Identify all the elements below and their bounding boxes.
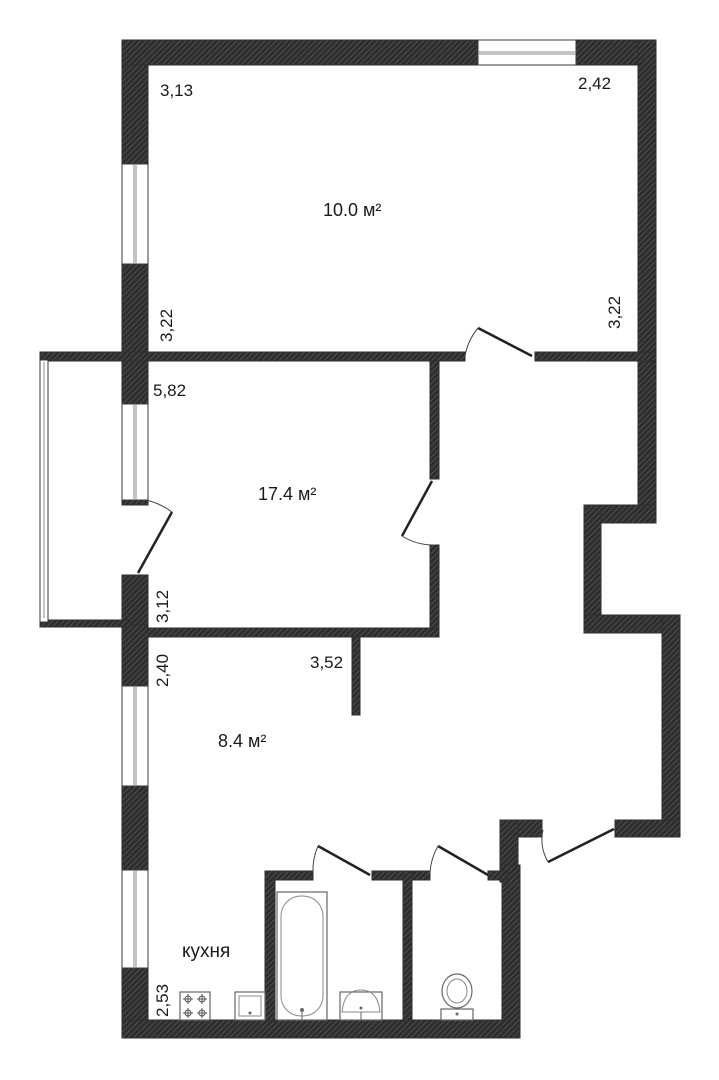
room-top-dim-bottom-right: 3,22 xyxy=(605,296,624,329)
room-top-dim-top-left: 3,13 xyxy=(160,81,193,100)
bathtub-icon xyxy=(276,891,328,1021)
window-top-room-left xyxy=(121,163,149,265)
wall-bath-top-right xyxy=(371,870,431,881)
room-middle-dim-top-left: 5,82 xyxy=(153,381,186,400)
wall-step-5 xyxy=(614,819,681,838)
kitchen-area: 8.4 м² xyxy=(218,731,266,751)
door-wc xyxy=(437,844,489,877)
wall-room-divider-right xyxy=(534,351,657,362)
door-top-room xyxy=(477,326,533,358)
interior-walls xyxy=(39,351,657,1022)
door-entry xyxy=(547,827,615,864)
wall-step-2 xyxy=(583,504,602,634)
wall-middle-right-upper xyxy=(429,360,440,480)
wall-bottom xyxy=(121,1019,521,1039)
sink-icon xyxy=(234,991,266,1021)
wall-kitchen-partition xyxy=(351,636,361,716)
room-top-area: 10.0 м² xyxy=(323,200,381,220)
wall-wc-right xyxy=(501,864,521,1039)
wall-middle-bottom xyxy=(147,627,440,638)
wall-bath-wc xyxy=(402,870,413,1022)
wall-bath-top-left xyxy=(264,870,314,881)
wall-balcony-bottom xyxy=(39,619,131,628)
window-kitchen-upper xyxy=(121,685,149,787)
wall-wc-top xyxy=(487,870,509,881)
wall-middle-right-lower xyxy=(429,544,440,638)
door-middle-room xyxy=(400,480,434,537)
wall-step-4 xyxy=(661,614,681,838)
kitchen-name: кухня xyxy=(182,941,230,962)
stove-icon xyxy=(179,991,211,1021)
kitchen-dim-partition: 3,52 xyxy=(310,653,343,672)
room-middle-area: 17.4 м² xyxy=(258,484,316,504)
toilet-icon xyxy=(440,973,474,1021)
wall-room-divider xyxy=(39,351,466,362)
room-top-dim-bottom-left: 3,22 xyxy=(157,309,176,342)
kitchen-dim-bottom-left: 2,53 xyxy=(153,984,172,1017)
washbasin-icon xyxy=(339,989,383,1021)
wall-right-top xyxy=(637,39,657,523)
window-middle-left xyxy=(121,403,149,501)
doors xyxy=(136,326,615,877)
kitchen-dim-top-left: 2,40 xyxy=(153,654,172,687)
room-middle-dim-bottom-left: 3,12 xyxy=(153,590,172,623)
door-balcony xyxy=(136,511,174,574)
windows xyxy=(121,39,577,969)
door-bathroom xyxy=(317,844,371,877)
window-kitchen-lower xyxy=(121,869,149,969)
wall-bath-left xyxy=(264,870,276,1022)
labels: 10.0 м² 3,13 2,42 3,22 3,22 17.4 м² 5,82… xyxy=(153,74,624,1017)
room-top-dim-top-right: 2,42 xyxy=(578,74,611,93)
outer-walls xyxy=(121,39,681,1039)
